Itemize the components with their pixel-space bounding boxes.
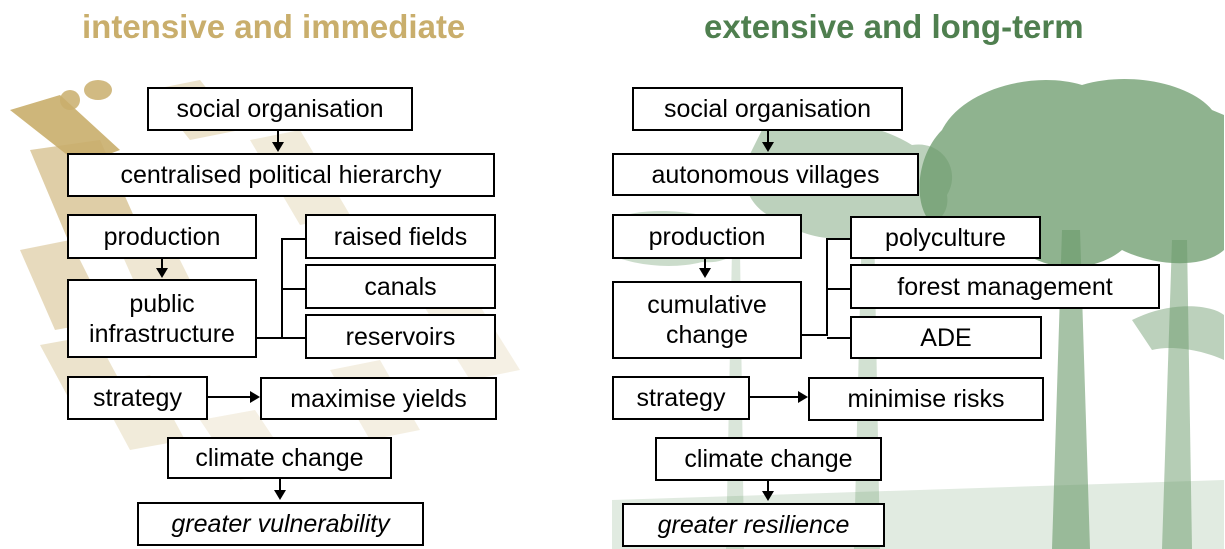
forest-management-box: forest management <box>850 264 1160 309</box>
greater-resilience-box: greater resilience <box>622 503 885 547</box>
left-production-box: production <box>67 214 257 259</box>
autonomous-villages-box: autonomous villages <box>612 153 919 196</box>
reservoirs-box: reservoirs <box>305 314 496 359</box>
right-social-organisation-box: social organisation <box>632 87 903 131</box>
centralised-political-hierarchy-box: centralised political hierarchy <box>67 153 495 197</box>
polyculture-box: polyculture <box>850 216 1041 259</box>
left-climate-change-box: climate change <box>167 437 392 479</box>
canals-box: canals <box>305 264 496 309</box>
right-strategy-box: strategy <box>612 376 750 420</box>
left-strategy-box: strategy <box>67 376 208 420</box>
cumulative-change-line1: cumulative <box>647 291 767 319</box>
left-social-organisation-box: social organisation <box>147 87 413 131</box>
public-infrastructure-line1: public <box>129 289 195 318</box>
cumulative-change-line2: change <box>665 321 749 349</box>
minimise-risks-box: minimise risks <box>808 377 1044 421</box>
ade-box: ADE <box>850 316 1042 359</box>
public-infrastructure-box: public infrastructure <box>67 279 257 358</box>
intensive-panel: intensive and immediate social organisat… <box>0 0 612 549</box>
right-production-box: production <box>612 214 802 259</box>
greater-vulnerability-box: greater vulnerability <box>137 502 424 546</box>
right-climate-change-box: climate change <box>655 437 882 481</box>
cumulative-change-box: cumulative change <box>612 281 802 359</box>
intensive-heading: intensive and immediate <box>82 8 466 45</box>
public-infrastructure-line2: infrastructure <box>89 319 235 348</box>
extensive-heading: extensive and long-term <box>704 8 1084 45</box>
maximise-yields-box: maximise yields <box>260 377 497 420</box>
raised-fields-box: raised fields <box>305 214 496 259</box>
extensive-panel: extensive and long-term social organisat… <box>612 0 1224 549</box>
